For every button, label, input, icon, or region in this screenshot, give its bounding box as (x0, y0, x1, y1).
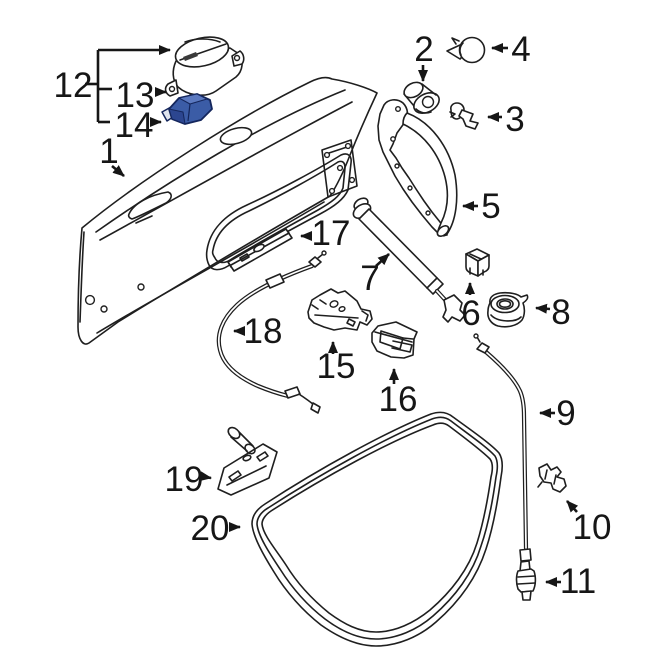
part-weatherstrip-seal (251, 411, 504, 647)
callout-18-number: 18 (244, 312, 283, 351)
callout-16-number: 16 (379, 380, 418, 419)
part-release-rod (473, 333, 532, 562)
callout-5-number: 5 (481, 187, 500, 226)
part-buffer-stop (403, 81, 440, 114)
part-latch-guide-wedge (371, 321, 418, 359)
callout-9-number: 9 (556, 394, 575, 433)
part-trim-molding (227, 228, 293, 272)
callout-16[interactable]: 16 (379, 368, 418, 419)
callout-4-number: 4 (511, 30, 530, 69)
part-lock-cylinder (164, 36, 245, 104)
callout-1[interactable]: 1 (99, 132, 125, 177)
callout-6-number: 6 (461, 294, 480, 333)
callout-6[interactable]: 6 (461, 282, 481, 333)
callout-3[interactable]: 3 (487, 100, 525, 139)
part-rod-end-fitting (515, 560, 537, 601)
callout-15-number: 15 (317, 347, 356, 386)
part-rod-clip (537, 463, 567, 493)
callout-7[interactable]: 7 (360, 253, 390, 298)
callout-19-number: 19 (165, 460, 204, 499)
callout-1-arrow (111, 165, 125, 177)
part-trunk-latch (307, 288, 373, 331)
part-push-pin-clip (446, 36, 486, 64)
callout-19[interactable]: 19 (165, 460, 212, 499)
part-release-cable (216, 250, 327, 414)
callout-2[interactable]: 2 (414, 30, 434, 82)
callout-9[interactable]: 9 (539, 394, 576, 433)
callout-7-arrow (375, 253, 390, 267)
callout-7-number: 7 (360, 259, 379, 298)
callout-8-arrow (535, 303, 551, 314)
part-deck-lid-panel (77, 76, 378, 345)
callout-10-arrow (566, 500, 579, 513)
callout-12-number: 12 (54, 66, 93, 105)
callout-2-number: 2 (414, 30, 433, 69)
callout-20-number: 20 (191, 509, 230, 548)
callout-13-number: 13 (116, 76, 155, 115)
callout-5[interactable]: 5 (462, 187, 501, 226)
callout-14-number: 14 (115, 106, 154, 145)
part-hinge-arm (377, 99, 458, 237)
callout-11-number: 11 (560, 562, 596, 601)
callout-19-arrow (199, 471, 212, 482)
callout-12[interactable]: 12 (54, 45, 171, 124)
callout-10[interactable]: 10 (566, 500, 612, 547)
callout-17-number: 17 (312, 214, 351, 253)
callout-4[interactable]: 4 (491, 30, 531, 69)
part-gas-strut (352, 197, 466, 323)
callout-8[interactable]: 8 (535, 293, 571, 332)
callout-20[interactable]: 20 (191, 509, 241, 548)
part-micro-switch-highlighted (161, 93, 213, 125)
part-spacer-block (465, 248, 490, 277)
callout-1-number: 1 (99, 132, 118, 171)
callout-11[interactable]: 11 (545, 562, 596, 601)
callout-15[interactable]: 15 (317, 341, 356, 386)
part-mounting-bracket (217, 426, 278, 496)
callout-13[interactable]: 13 (116, 76, 167, 115)
callout-18[interactable]: 18 (233, 312, 283, 351)
callout-8-number: 8 (551, 293, 570, 332)
callout-17[interactable]: 17 (300, 214, 351, 253)
part-bolt (449, 102, 479, 130)
callout-10-number: 10 (573, 508, 612, 547)
callout-3-number: 3 (505, 100, 524, 139)
part-grommet (487, 291, 529, 328)
callout-14[interactable]: 14 (115, 106, 162, 145)
